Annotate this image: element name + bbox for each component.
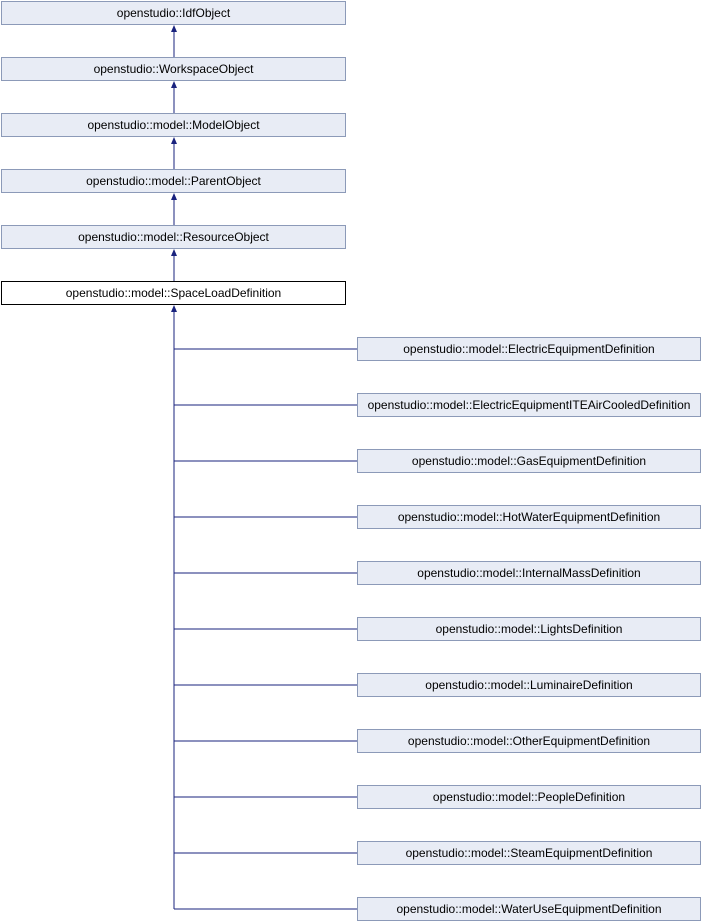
class-node-steamequipmentdefinition[interactable]: openstudio::model::SteamEquipmentDefinit… bbox=[357, 841, 701, 865]
class-node-modelobject[interactable]: openstudio::model::ModelObject bbox=[1, 113, 346, 137]
class-node-idfobject[interactable]: openstudio::IdfObject bbox=[1, 1, 346, 25]
inheritance-arrow bbox=[171, 305, 177, 312]
class-node-workspaceobject[interactable]: openstudio::WorkspaceObject bbox=[1, 57, 346, 81]
class-node-luminairedefinition[interactable]: openstudio::model::LuminaireDefinition bbox=[357, 673, 701, 697]
class-node-internalmassdefinition[interactable]: openstudio::model::InternalMassDefinitio… bbox=[357, 561, 701, 585]
inheritance-arrow bbox=[171, 193, 177, 200]
class-node-peopledefinition[interactable]: openstudio::model::PeopleDefinition bbox=[357, 785, 701, 809]
class-node-resourceobject[interactable]: openstudio::model::ResourceObject bbox=[1, 225, 346, 249]
class-node-wateruseequipmentdefinition[interactable]: openstudio::model::WaterUseEquipmentDefi… bbox=[357, 897, 701, 921]
class-node-electricequipmentiteaircooleddefinition[interactable]: openstudio::model::ElectricEquipmentITEA… bbox=[357, 393, 701, 417]
inheritance-arrow bbox=[171, 25, 177, 32]
class-node-gasequipmentdefinition[interactable]: openstudio::model::GasEquipmentDefinitio… bbox=[357, 449, 701, 473]
class-node-spaceloaddefinition-current: openstudio::model::SpaceLoadDefinition bbox=[1, 281, 346, 305]
inheritance-arrow bbox=[171, 81, 177, 88]
class-node-otherequipmentdefinition[interactable]: openstudio::model::OtherEquipmentDefinit… bbox=[357, 729, 701, 753]
inheritance-arrow bbox=[171, 249, 177, 256]
class-node-hotwaterequipmentdefinition[interactable]: openstudio::model::HotWaterEquipmentDefi… bbox=[357, 505, 701, 529]
class-node-parentobject[interactable]: openstudio::model::ParentObject bbox=[1, 169, 346, 193]
class-node-lightsdefinition[interactable]: openstudio::model::LightsDefinition bbox=[357, 617, 701, 641]
inheritance-arrow bbox=[171, 137, 177, 144]
class-node-electricequipmentdefinition[interactable]: openstudio::model::ElectricEquipmentDefi… bbox=[357, 337, 701, 361]
